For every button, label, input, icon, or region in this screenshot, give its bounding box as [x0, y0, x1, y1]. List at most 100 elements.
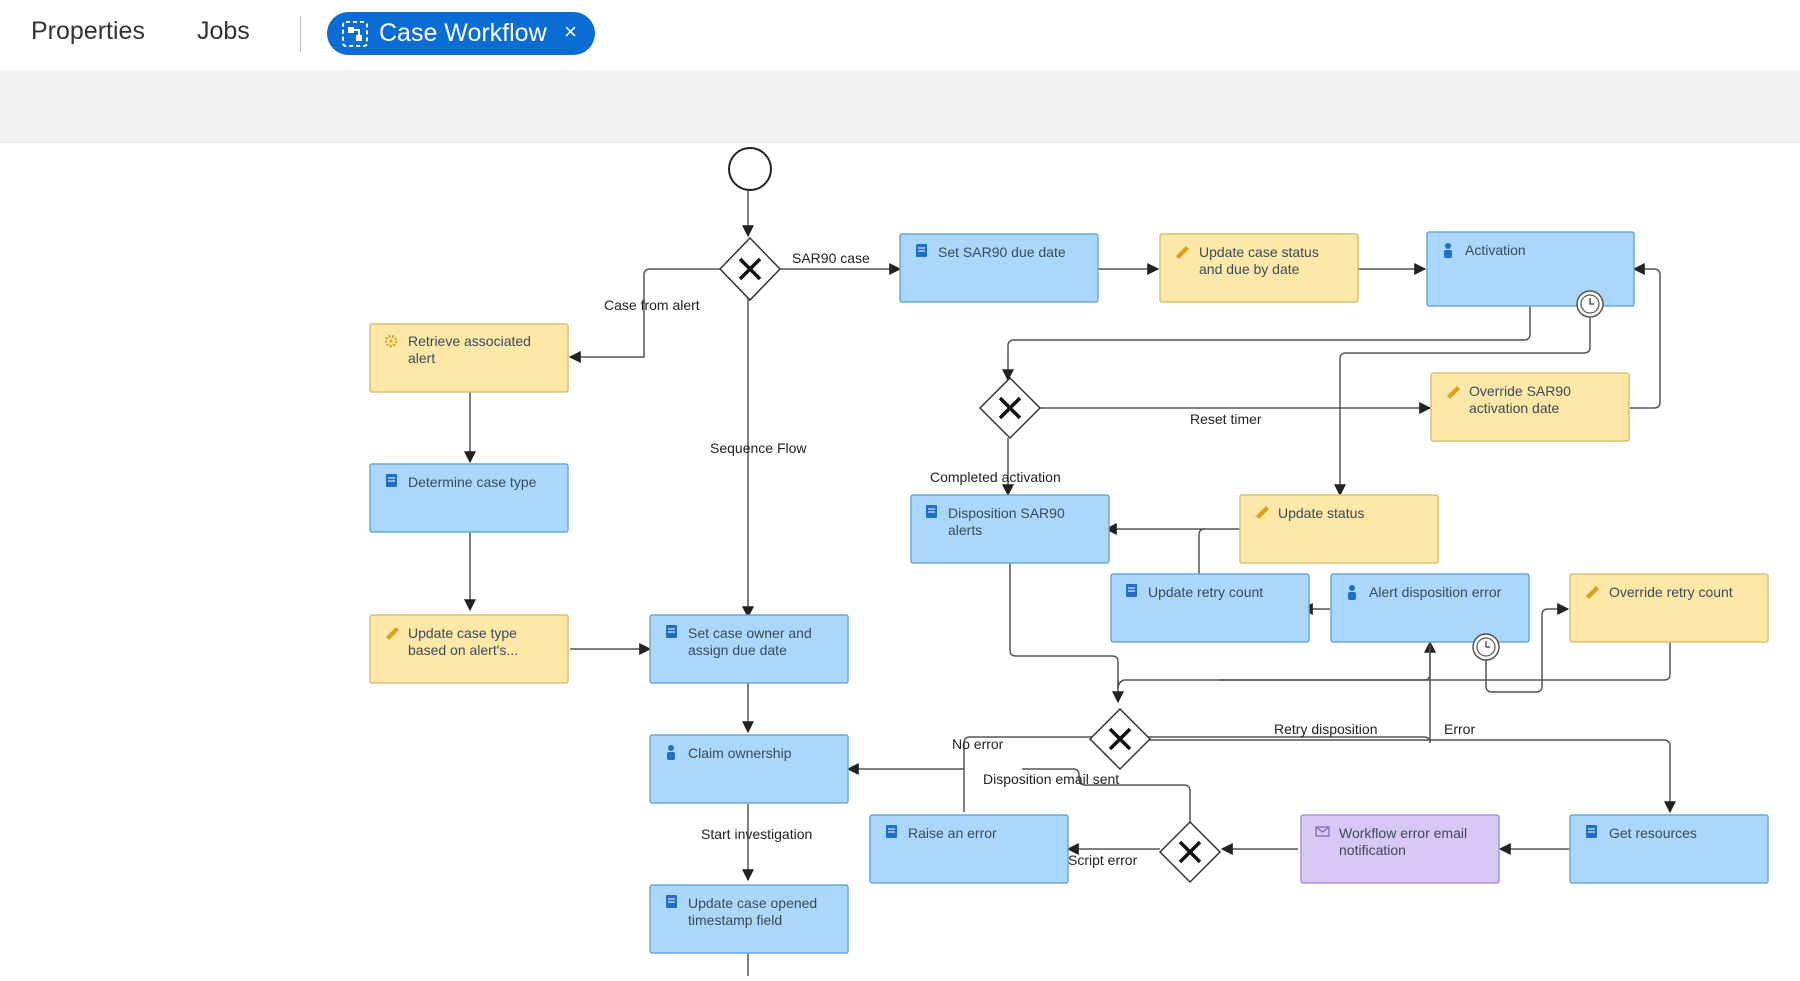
task-retrieve-alert[interactable] [369, 323, 569, 393]
flow-activation-to-gateway [1002, 306, 1531, 382]
flow-no-error-branch [963, 736, 1118, 812]
edge-label: Error [1444, 721, 1475, 737]
task-update-opened[interactable] [649, 884, 849, 954]
yellow-tasks [369, 233, 1769, 684]
flow-error-to-resources [1146, 739, 1676, 814]
task-disposition[interactable] [910, 494, 1110, 564]
workflow-icon [342, 21, 368, 47]
tab-divider [300, 16, 301, 52]
task-label: Activation [1465, 242, 1526, 258]
tab-jobs[interactable]: Jobs [197, 17, 250, 45]
task-determine-type[interactable] [369, 463, 569, 533]
edge-label: Reset timer [1190, 411, 1262, 427]
gateway-4[interactable] [1158, 820, 1222, 884]
task-activation[interactable] [1426, 231, 1635, 307]
flow-case-from-alert [568, 268, 720, 363]
task-override-retry[interactable] [1569, 573, 1769, 643]
flow-retry-disposition [1117, 640, 1436, 690]
flow-override-retry-back [1220, 642, 1671, 681]
task-error-email[interactable] [1300, 814, 1500, 884]
task-raise-error[interactable] [869, 814, 1069, 884]
task-label: Update status [1278, 505, 1364, 521]
task-update-status[interactable] [1239, 494, 1439, 564]
task-label: Raise an error [908, 825, 997, 841]
user-icon [667, 745, 675, 760]
edge-label: Retry disposition [1274, 721, 1378, 737]
task-label: Disposition SAR90 [948, 505, 1065, 521]
task-set-sar90[interactable] [899, 233, 1099, 303]
timer-icon[interactable] [1472, 633, 1500, 661]
task-label: Set SAR90 due date [938, 244, 1066, 260]
task-label: Claim ownership [688, 745, 792, 761]
task-set-owner[interactable] [649, 614, 849, 684]
edge-label: SAR90 case [792, 250, 870, 266]
task-update-retry[interactable] [1110, 573, 1310, 643]
script-icon [1586, 825, 1597, 838]
task-label: Determine case type [408, 474, 537, 490]
pencil-icon [1256, 506, 1269, 519]
edge-label: Sequence Flow [710, 440, 807, 456]
task-update-status-due[interactable] [1159, 233, 1359, 303]
task-label: Alert disposition error [1369, 584, 1502, 600]
flow-override-to-activation [1630, 263, 1661, 409]
flow-timer-to-update-status [1334, 318, 1591, 497]
pencil-icon [1447, 386, 1460, 399]
flow-disposition-email-sent [1022, 768, 1191, 822]
edge-label: Script error [1068, 852, 1138, 868]
task-label: timestamp field [688, 912, 782, 928]
timer-icon[interactable] [1576, 290, 1604, 318]
task-label: Get resources [1609, 825, 1697, 841]
flow-timer-to-override-retry [1485, 603, 1570, 693]
task-label: Update case type [408, 625, 517, 641]
gateway-2[interactable] [978, 376, 1042, 440]
task-label: alerts [948, 522, 982, 538]
task-label: Retrieve associated [408, 333, 531, 349]
script-icon [666, 895, 677, 908]
task-claim[interactable] [649, 734, 849, 804]
flow-disposition-to-gateway [1009, 562, 1124, 704]
sequence-flows [464, 190, 1676, 976]
gateway-3[interactable] [1088, 707, 1152, 771]
task-alert-error[interactable] [1330, 573, 1530, 643]
task-label: Update case status [1199, 244, 1319, 260]
task-label: Override SAR90 [1469, 383, 1571, 399]
pencil-icon [386, 627, 399, 640]
task-get-resources[interactable] [1569, 814, 1769, 884]
tab-bar: Properties Jobs Case Workflow × [0, 0, 1800, 71]
pencil-icon [1586, 586, 1599, 599]
task-label: based on alert's... [408, 642, 518, 658]
edge-label: No error [952, 736, 1004, 752]
task-label: Update retry count [1148, 584, 1263, 600]
script-icon [916, 244, 927, 257]
task-label: activation date [1469, 400, 1559, 416]
mail-icon [1315, 826, 1330, 837]
blue-tasks [369, 231, 1769, 954]
tab-properties[interactable]: Properties [31, 17, 145, 45]
task-label: alert [408, 350, 435, 366]
flow-retry-return [1146, 642, 1431, 744]
node-labels: Set SAR90 due date Update case status an… [408, 242, 1733, 928]
task-label: Update case opened [688, 895, 817, 911]
gateway-1[interactable] [718, 236, 782, 302]
start-event[interactable] [728, 147, 772, 191]
user-icon [1444, 243, 1452, 258]
script-icon [1126, 584, 1137, 597]
edge-label: Case from alert [604, 297, 700, 313]
pencil-icon [1176, 246, 1189, 259]
gear-icon [384, 334, 398, 348]
task-label: Workflow error email [1339, 825, 1467, 841]
edge-labels: SAR90 case Case from alert Sequence Flow… [604, 250, 1475, 868]
tab-case-workflow[interactable]: Case Workflow × [327, 12, 595, 55]
close-icon[interactable]: × [564, 19, 577, 44]
task-label: assign due date [688, 642, 787, 658]
task-label: Set case owner and [688, 625, 812, 641]
edge-label: Completed activation [930, 469, 1061, 485]
task-override-activation[interactable] [1430, 372, 1630, 442]
edge-label: Disposition email sent [983, 771, 1119, 787]
task-update-type[interactable] [369, 614, 569, 684]
script-icon [926, 505, 937, 518]
workflow-canvas[interactable]: Set SAR90 due date Update case status an… [0, 142, 1800, 976]
script-icon [666, 625, 677, 638]
user-icon [1348, 585, 1356, 600]
script-icon [886, 825, 897, 838]
